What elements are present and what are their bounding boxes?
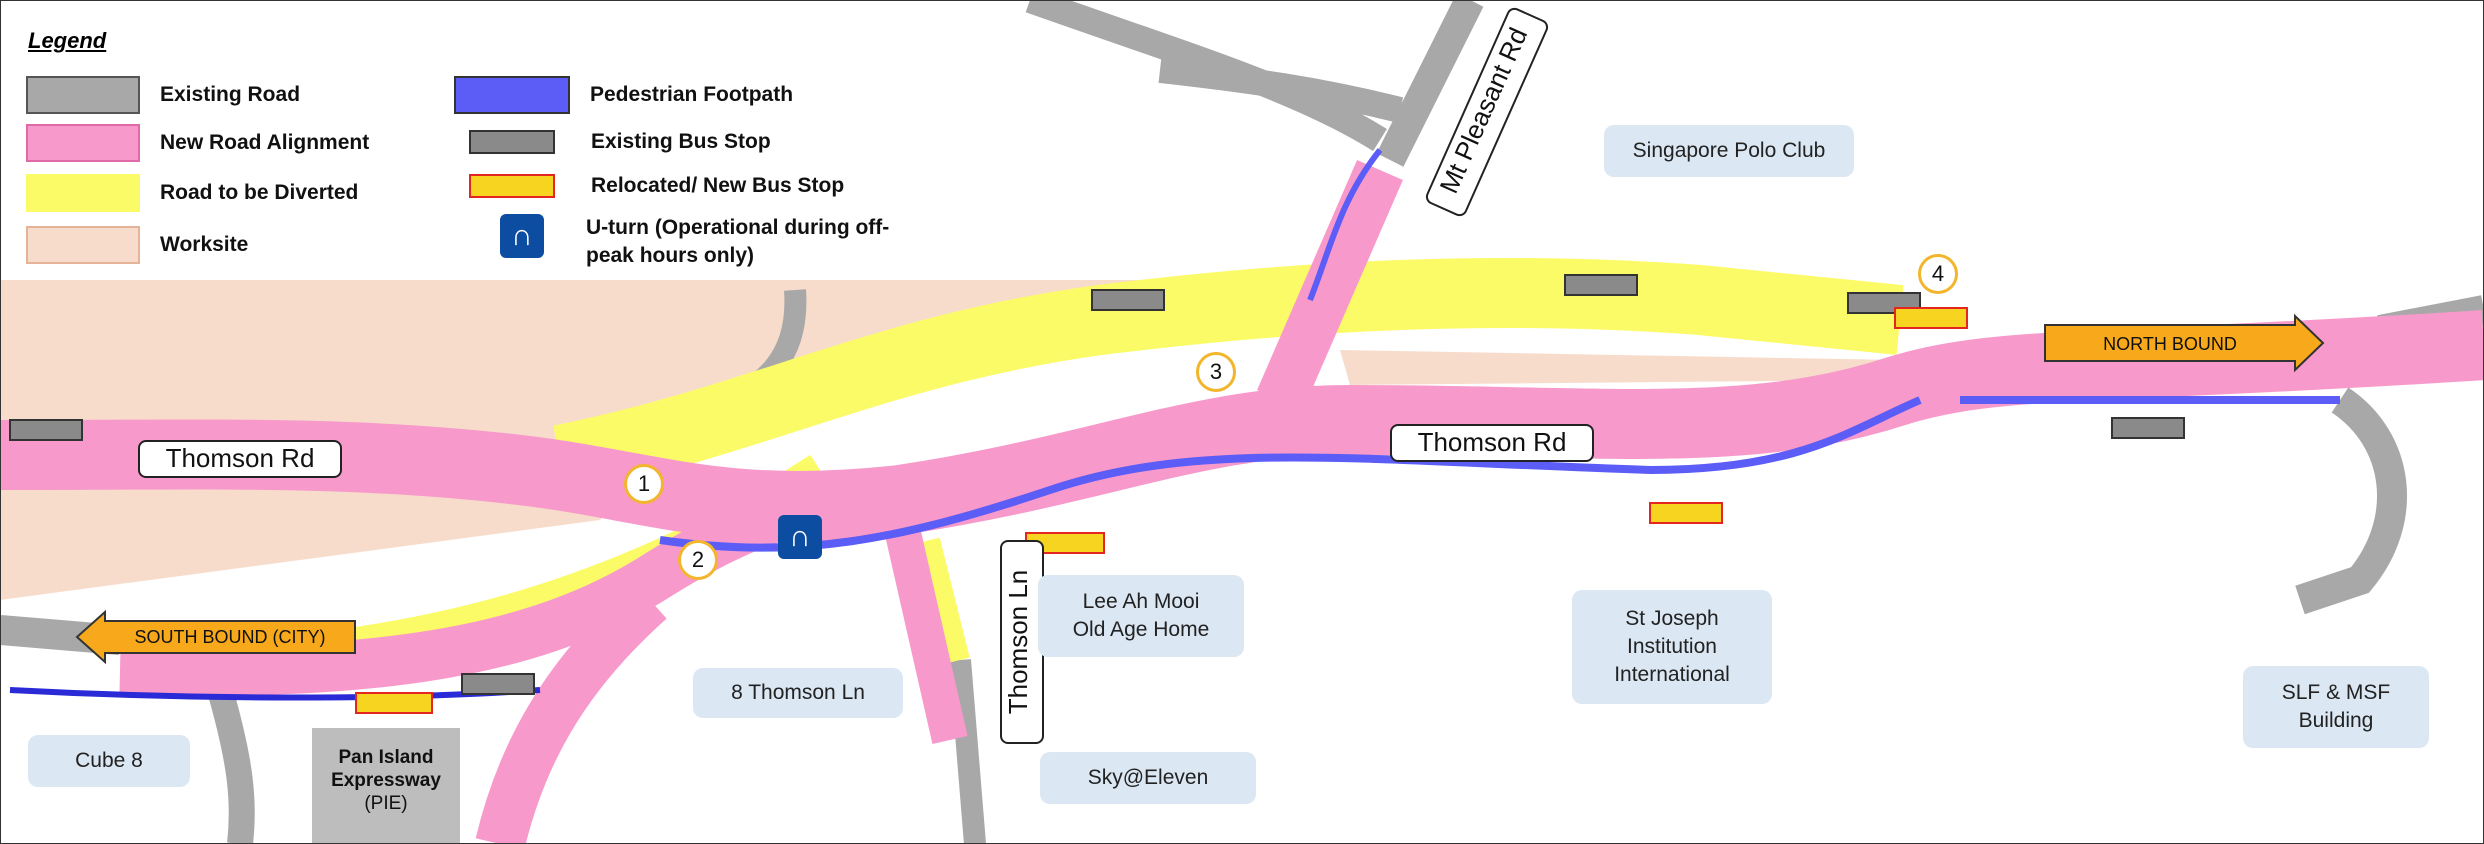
footpath-mt-pleasant: [1307, 148, 1383, 302]
marker-4: 4: [1918, 254, 1958, 294]
place-label-cube-8: Cube 8: [28, 735, 190, 787]
legend-title: Legend: [28, 28, 107, 53]
new-road-pie-ramp: [475, 581, 667, 844]
worksite-area-middle: [1340, 350, 1900, 385]
legend-swatch-new-bus-stop: [469, 174, 555, 198]
place-label-slf-msf: SLF & MSF Building: [2243, 666, 2429, 748]
legend-new-bus-stop: Relocated/ New Bus Stop: [469, 174, 844, 198]
u-turn-icon: ∩: [500, 214, 544, 258]
footpath-south-edge: [659, 396, 1922, 552]
existing-bus-stops: [9, 274, 2185, 695]
legend-label-existing-road: Existing Road: [160, 83, 301, 106]
existing-road-thomson-ln-south: [949, 659, 986, 844]
u-turn-map-icon: ∩: [778, 515, 822, 559]
legend-label-diverted-road: Road to be Diverted: [160, 181, 359, 204]
marker-1: 1: [624, 464, 664, 504]
legend-label-footpath: Pedestrian Footpath: [590, 83, 794, 106]
legend-label-new-bus-stop: Relocated/ New Bus Stop: [591, 174, 845, 197]
place-label-lee-ah-mooi: Lee Ah Mooi Old Age Home: [1038, 575, 1244, 657]
road-label-thomson-rd-west: Thomson Rd: [138, 440, 342, 478]
new-road-mt-pleasant: [1257, 160, 1403, 410]
legend-existing-bus-stop: Existing Bus Stop: [469, 130, 771, 154]
legend-worksite: Worksite: [26, 226, 248, 264]
legend-label-existing-bus-stop: Existing Bus Stop: [591, 130, 771, 153]
north-bound-label: NORTH BOUND: [2103, 333, 2237, 354]
legend-swatch-footpath: [454, 76, 570, 114]
existing-road-mt-pleasant: [1376, 0, 1484, 167]
legend: Legend Existing Road New Road Alignment …: [24, 28, 924, 288]
place-label-sky-eleven: Sky@Eleven: [1040, 752, 1256, 804]
legend-swatch-existing-road: [26, 76, 140, 114]
place-label-polo-club: Singapore Polo Club: [1604, 125, 1854, 177]
legend-swatch-worksite: [26, 226, 140, 264]
south-bound-arrow-shape: [75, 609, 356, 665]
legend-label-worksite: Worksite: [160, 233, 249, 256]
north-bound-arrow-shape: [2044, 313, 2325, 373]
marker-3: 3: [1196, 352, 1236, 392]
pie-abbr: (PIE): [364, 793, 408, 814]
new-road-thomson-ln: [882, 516, 968, 744]
existing-road-pie-loop: [207, 686, 255, 844]
legend-swatch-new-road: [26, 124, 140, 162]
existing-road-north: [1158, 57, 1404, 123]
legend-label-u-turn: U-turn (Operational during off- peak hou…: [586, 216, 890, 267]
place-label-st-joseph: St Joseph Institution International: [1572, 590, 1772, 704]
legend-label-new-road: New Road Alignment: [160, 131, 370, 154]
diverted-road-thomson-ln: [920, 537, 970, 663]
place-label-pie: Pan Island Expressway (PIE): [312, 728, 460, 844]
legend-u-turn: ∩ U-turn (Operational during off- peak h…: [500, 214, 889, 270]
legend-existing-road: Existing Road: [26, 76, 300, 114]
new-road-thomson-rd: [0, 310, 2484, 541]
marker-2: 2: [678, 540, 718, 580]
south-bound-label: SOUTH BOUND (CITY): [134, 626, 326, 647]
legend-footpath: Pedestrian Footpath: [454, 76, 793, 114]
pie-name: Pan Island Expressway: [331, 747, 441, 791]
place-label-8-thomson-ln: 8 Thomson Ln: [693, 668, 903, 718]
existing-road-southeast: [2295, 387, 2407, 615]
diverted-road-main: [553, 257, 1904, 495]
new-road-southbound: [119, 475, 901, 696]
legend-new-road: New Road Alignment: [26, 124, 369, 162]
legend-diverted-road: Road to be Diverted: [26, 174, 358, 212]
legend-swatch-diverted-road: [26, 174, 140, 212]
road-label-thomson-rd-east: Thomson Rd: [1390, 424, 1594, 462]
legend-swatch-existing-bus-stop: [469, 130, 555, 154]
